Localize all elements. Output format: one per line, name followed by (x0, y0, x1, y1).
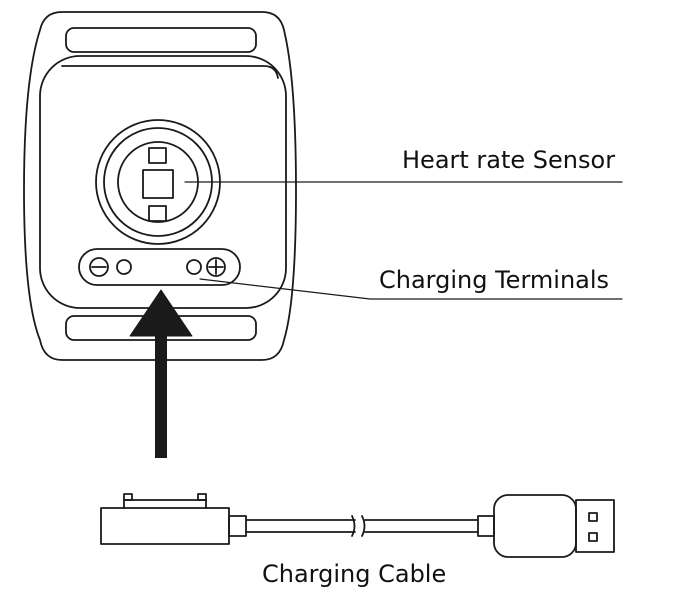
terminal-contact-right (186, 259, 202, 275)
device-outer-shell (23, 11, 297, 361)
sensor-photodiode (142, 169, 174, 199)
connector-strain-relief (228, 515, 247, 537)
usb-contact-bottom (588, 532, 598, 542)
usb-contact-top (588, 512, 598, 522)
leader-line-charging-terminals (199, 278, 623, 300)
cable-connector-head (100, 507, 230, 545)
cable-break-mark (351, 515, 366, 537)
terminal-contact-left (116, 259, 132, 275)
label-charging-terminals: Charging Terminals (379, 266, 610, 294)
usb-connector-shell (575, 499, 615, 553)
label-charging-cable: Charging Cable (262, 560, 447, 588)
terminal-screw-right (206, 257, 226, 277)
terminal-screw-left (89, 257, 109, 277)
back-plate-inner-edge (61, 65, 279, 79)
sensor-led-bottom (148, 205, 167, 222)
charging-terminals (78, 248, 241, 286)
usb-plug-body (493, 494, 577, 558)
insert-arrow (129, 289, 193, 458)
terminal-plate (78, 248, 241, 286)
usb-strain-relief (477, 515, 495, 537)
label-heart-rate-sensor: Heart rate Sensor (402, 146, 616, 174)
charging-cable (100, 493, 615, 558)
sensor-led-top (148, 147, 167, 164)
top-strap-slot (65, 27, 257, 53)
